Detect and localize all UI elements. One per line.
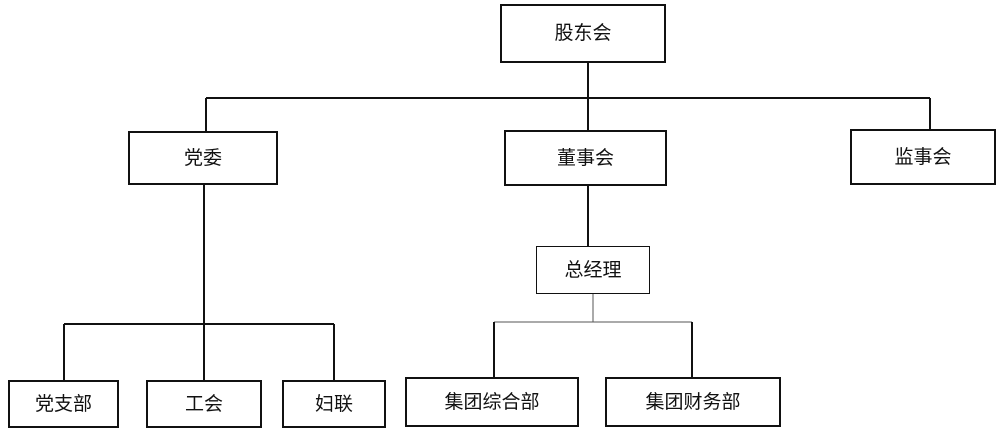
node-label: 股东会 <box>554 22 612 44</box>
node-label: 董事会 <box>556 146 614 169</box>
node-label: 监事会 <box>894 145 952 168</box>
node-general-manager: 总经理 <box>536 246 650 294</box>
node-womens-federation: 妇联 <box>282 380 386 428</box>
node-label: 总经理 <box>564 258 622 281</box>
node-board-of-directors: 董事会 <box>504 130 667 186</box>
node-board-of-supervisors: 监事会 <box>850 129 996 185</box>
node-label: 集团综合部 <box>444 390 540 413</box>
node-label: 党委 <box>183 146 222 169</box>
node-shareholders-meeting: 股东会 <box>500 4 666 63</box>
node-label: 党支部 <box>34 392 92 415</box>
node-party-committee: 党委 <box>128 131 278 185</box>
node-group-general-dept: 集团综合部 <box>405 377 579 427</box>
node-label: 工会 <box>184 392 223 415</box>
node-group-finance-dept: 集团财务部 <box>605 377 781 427</box>
node-label: 妇联 <box>314 392 353 415</box>
node-labor-union: 工会 <box>146 380 262 428</box>
node-label: 集团财务部 <box>645 390 741 413</box>
node-party-branch: 党支部 <box>8 380 119 428</box>
